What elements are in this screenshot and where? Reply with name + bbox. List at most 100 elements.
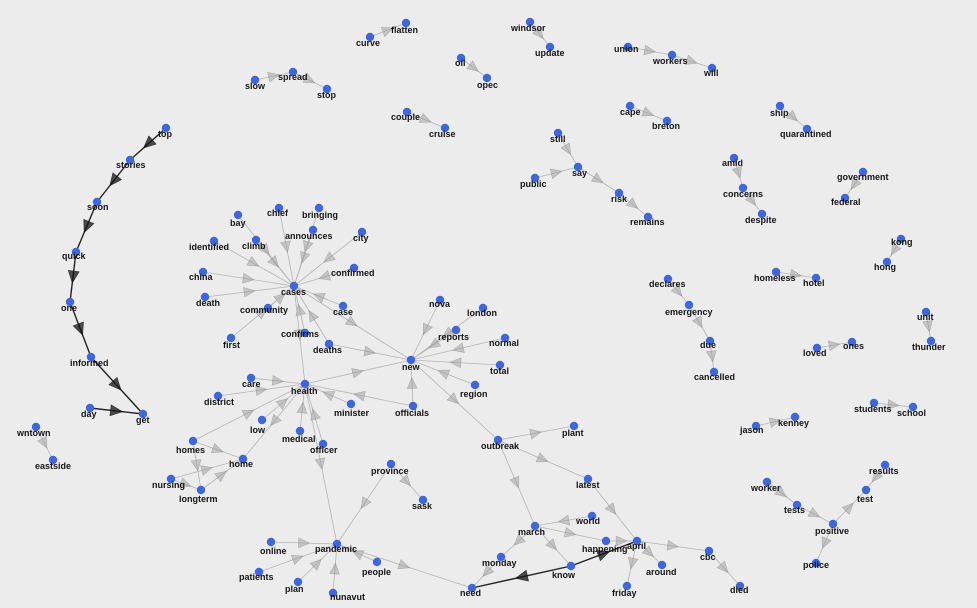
node-announces[interactable] [308,225,318,235]
node-region[interactable] [470,380,480,390]
node-jason[interactable] [751,421,761,431]
node-first[interactable] [226,333,236,343]
node-plan[interactable] [293,577,303,587]
node-opec[interactable] [482,73,492,83]
node-online[interactable] [266,537,276,547]
node-city[interactable] [357,227,367,237]
node-thunder[interactable] [926,336,936,346]
node-cases[interactable] [289,281,299,291]
node-soon[interactable] [92,197,102,207]
node-province[interactable] [386,459,396,469]
node-downtown[interactable] [31,422,41,432]
node-eastside[interactable] [48,455,58,465]
node-hong[interactable] [882,257,892,267]
node-community[interactable] [263,303,273,313]
node-nursing[interactable] [166,474,176,484]
node-say[interactable] [573,162,583,172]
node-longterm[interactable] [196,485,206,495]
node-officer[interactable] [318,439,328,449]
node-informed[interactable] [86,352,96,362]
node-kenney[interactable] [790,412,800,422]
node-one[interactable] [65,297,75,307]
node-slow[interactable] [250,75,260,85]
node-nunavut[interactable] [328,588,338,598]
node-couple[interactable] [402,107,412,117]
node-new[interactable] [406,355,416,365]
node-cruise[interactable] [440,123,450,133]
node-quick[interactable] [71,247,81,257]
node-loved[interactable] [812,343,822,353]
node-tests[interactable] [792,500,802,510]
node-total[interactable] [495,360,505,370]
node-april[interactable] [632,536,642,546]
node-test[interactable] [861,485,871,495]
node-will[interactable] [707,63,717,73]
node-need[interactable] [467,583,477,593]
node-police[interactable] [811,558,821,568]
node-china[interactable] [198,267,208,277]
node-curve[interactable] [365,32,375,42]
node-reports[interactable] [451,325,461,335]
node-friday[interactable] [622,581,632,591]
node-spread[interactable] [288,67,298,77]
node-due[interactable] [705,336,715,346]
node-emergency[interactable] [684,300,694,310]
node-union[interactable] [623,42,633,52]
node-ship[interactable] [775,101,785,111]
node-medical[interactable] [295,426,305,436]
node-homes[interactable] [188,436,198,446]
node-students[interactable] [869,398,879,408]
node-stop[interactable] [322,84,332,94]
node-climb[interactable] [251,235,261,245]
node-breton[interactable] [662,116,672,126]
node-bay[interactable] [233,210,243,220]
node-case[interactable] [338,301,348,311]
node-people[interactable] [372,557,382,567]
node-care[interactable] [246,373,256,383]
node-home[interactable] [238,454,248,464]
node-confirms[interactable] [300,328,310,338]
node-confirmed[interactable] [349,263,359,273]
node-worker[interactable] [762,477,772,487]
node-nova[interactable] [435,295,445,305]
node-oil[interactable] [456,53,466,63]
node-kong[interactable] [896,234,906,244]
node-homeless[interactable] [771,267,781,277]
node-top[interactable] [161,123,171,133]
node-cbc[interactable] [704,546,714,556]
node-workers[interactable] [667,50,677,60]
node-hotel[interactable] [811,273,821,283]
node-happening[interactable] [601,536,611,546]
node-ones[interactable] [847,337,857,347]
node-know[interactable] [566,561,576,571]
node-deaths[interactable] [324,339,334,349]
node-positive[interactable] [828,519,838,529]
node-cape[interactable] [625,101,635,111]
node-public[interactable] [530,173,540,183]
node-death[interactable] [200,292,210,302]
node-still[interactable] [553,128,563,138]
node-london[interactable] [478,303,488,313]
node-risk[interactable] [614,188,624,198]
node-low[interactable] [257,415,267,425]
node-died[interactable] [735,581,745,591]
node-pandemic[interactable] [332,539,342,549]
node-flatten[interactable] [401,18,411,28]
node-chief[interactable] [274,203,284,213]
node-concerns[interactable] [738,183,748,193]
node-identified[interactable] [209,236,219,246]
node-federal[interactable] [840,193,850,203]
node-despite[interactable] [757,209,767,219]
node-outbreak[interactable] [493,435,503,445]
node-latest[interactable] [583,474,593,484]
node-remains[interactable] [643,212,653,222]
node-patients[interactable] [254,567,264,577]
node-school[interactable] [908,402,918,412]
node-amid[interactable] [729,153,739,163]
node-results[interactable] [880,460,890,470]
node-update[interactable] [545,42,555,52]
node-march[interactable] [530,521,540,531]
node-bringing[interactable] [314,203,324,213]
node-world[interactable] [587,511,597,521]
node-government[interactable] [858,167,868,177]
